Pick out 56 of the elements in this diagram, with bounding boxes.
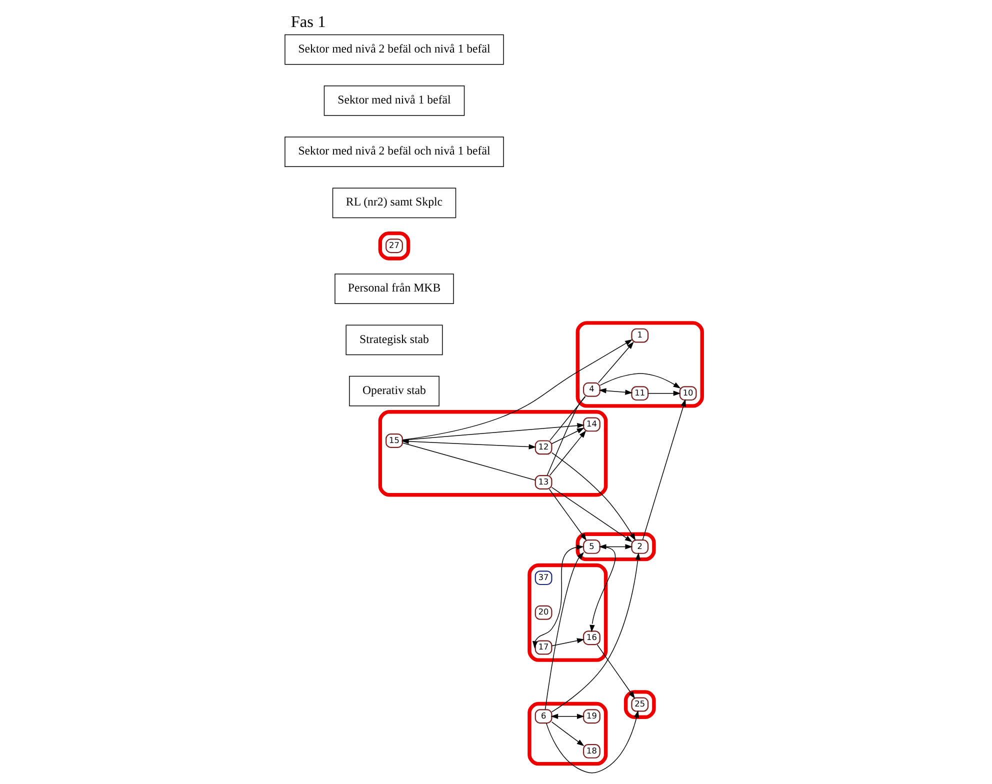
node-box: 18 <box>582 744 600 758</box>
cluster <box>378 410 608 497</box>
node-box: Strategisk stab <box>345 324 442 356</box>
node-box: 25 <box>630 697 648 712</box>
arrow <box>548 430 586 476</box>
arrow <box>550 552 640 712</box>
arrow <box>400 438 536 450</box>
node-box: 12 <box>534 440 552 455</box>
node-box: 16 <box>582 630 600 646</box>
cluster <box>527 563 608 662</box>
node-box: 20 <box>534 605 552 620</box>
node-box: 14 <box>582 417 600 432</box>
arrow <box>642 398 686 540</box>
node-box: Operativ stab <box>348 376 439 406</box>
node-box: 4 <box>582 382 600 397</box>
node-box: 37 <box>534 570 552 586</box>
arrow <box>550 486 632 542</box>
connector <box>546 396 585 476</box>
arrow <box>550 428 584 444</box>
arrow <box>532 544 584 649</box>
node-box: 17 <box>534 640 552 655</box>
arrow <box>550 714 584 719</box>
arrow <box>402 423 584 440</box>
connector <box>548 396 586 441</box>
arrow <box>589 546 616 632</box>
arrow <box>550 452 636 541</box>
node-box: 1 <box>630 328 648 343</box>
node-box: 10 <box>678 386 696 401</box>
arrow <box>402 339 632 440</box>
arrow <box>599 373 680 389</box>
arrow <box>598 388 632 395</box>
arrow <box>550 722 584 746</box>
node-box: 27 <box>385 238 402 254</box>
node-box: 15 <box>385 434 402 448</box>
arrow <box>598 342 634 384</box>
arrow <box>550 638 584 646</box>
node-box: Sektor med nivå 2 befäl och nivå 1 befäl <box>284 136 504 167</box>
node-box: 11 <box>630 386 648 401</box>
arrow <box>545 710 639 774</box>
connector <box>402 442 535 480</box>
node-box: 6 <box>534 709 552 724</box>
node-box: Personal från MKB <box>334 274 454 304</box>
diagram-title: Fas 1 <box>290 12 326 32</box>
node-box: 13 <box>534 475 552 490</box>
arrow <box>548 488 586 541</box>
node-box: Sektor med nivå 1 befäl <box>323 85 464 116</box>
arrow <box>596 644 635 699</box>
node-box: 19 <box>582 709 600 724</box>
arrow <box>647 390 680 396</box>
arrow <box>544 552 584 710</box>
node-box: Sektor med nivå 2 befäl och nivå 1 befäl <box>284 34 504 65</box>
node-box: RL (nr2) samt Skplc <box>332 188 456 218</box>
cluster <box>527 702 608 766</box>
cluster <box>378 231 410 260</box>
node-box: 2 <box>630 539 648 554</box>
node-box: 5 <box>582 539 600 554</box>
